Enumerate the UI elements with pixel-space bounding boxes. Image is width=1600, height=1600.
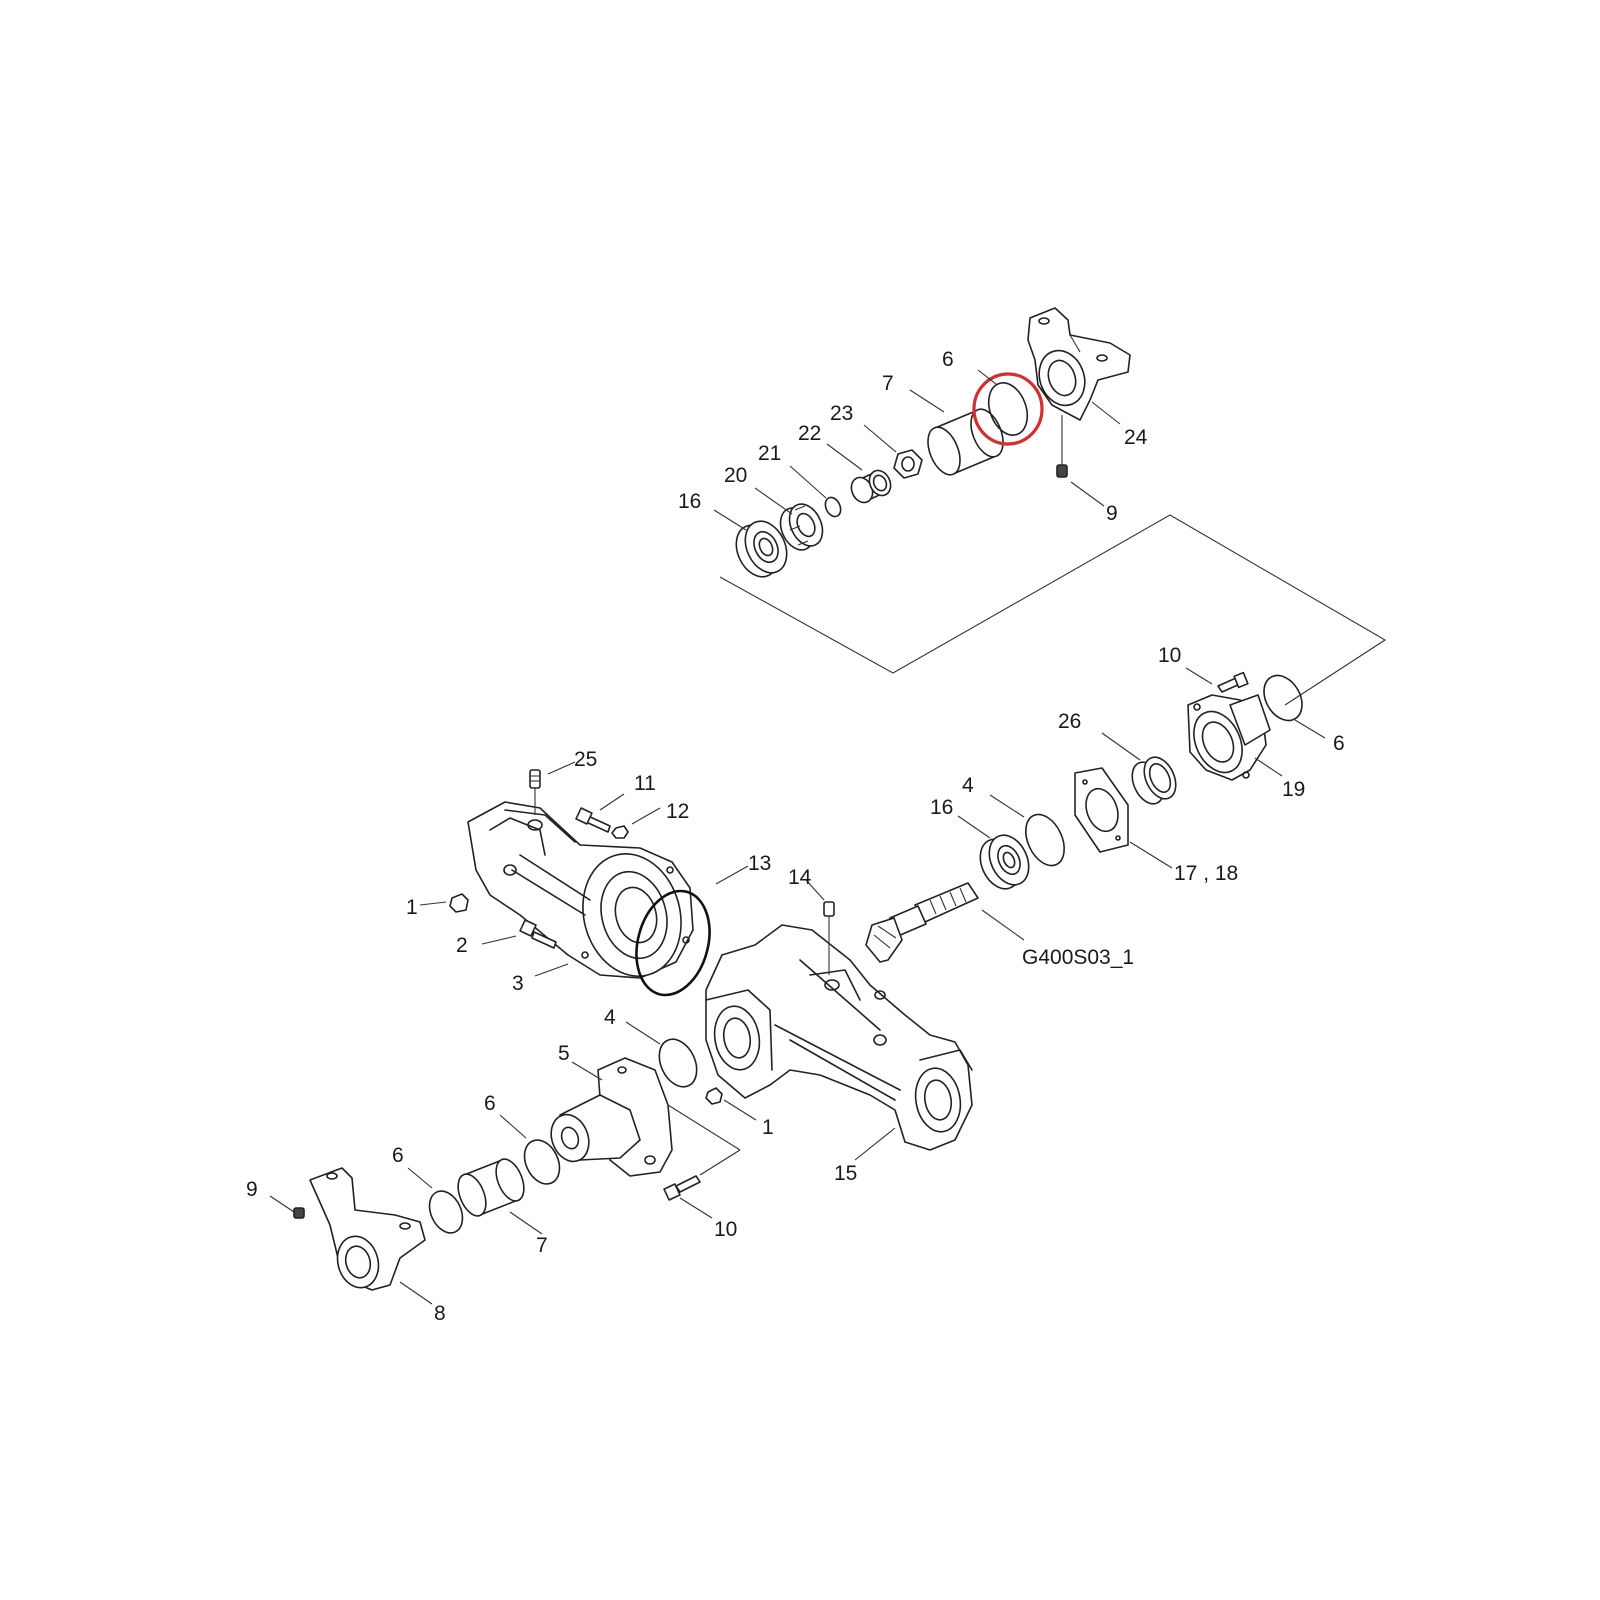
leader-3 <box>534 963 569 977</box>
pinion-shaft <box>865 882 979 963</box>
part-7-bushing-low <box>457 1158 525 1217</box>
assembly-guide-line-top <box>719 514 1387 706</box>
part-25-plug <box>529 769 541 815</box>
part-5-flange-housing <box>550 1057 741 1177</box>
label-7-low: 7 <box>536 1234 548 1257</box>
part-4-oring-low <box>658 1038 698 1088</box>
label-9-low: 9 <box>246 1178 258 1201</box>
part-6-oring-low <box>523 1139 561 1185</box>
label-4-low: 4 <box>604 1006 616 1029</box>
part-26-seal <box>1131 756 1177 805</box>
label-6-lowleft: 6 <box>392 1144 404 1167</box>
part-2-bolt <box>519 919 557 949</box>
leader-17-18 <box>1129 841 1173 869</box>
label-17-18: 17 , 18 <box>1174 862 1238 885</box>
label-25: 25 <box>574 748 597 771</box>
label-4-mid: 4 <box>962 774 974 797</box>
label-22: 22 <box>798 422 821 445</box>
leader-lines-top <box>713 369 1121 531</box>
part-6-oring-right <box>1263 674 1303 722</box>
label-10-low: 10 <box>714 1218 737 1241</box>
part-6-oring-lowleft <box>428 1190 464 1234</box>
leader-pinion <box>981 909 1025 941</box>
part-16-bearing-top <box>735 520 788 578</box>
label-7-top: 7 <box>882 372 894 395</box>
part-22-bushing <box>850 469 892 504</box>
part-24-knuckle-top <box>1027 307 1131 421</box>
part-1-plug-low <box>705 1087 723 1105</box>
leader-19 <box>1254 757 1283 777</box>
label-9-top: 9 <box>1106 502 1118 525</box>
label-11: 11 <box>634 772 656 795</box>
part-16-bearing-mid <box>979 834 1030 890</box>
label-5: 5 <box>558 1042 570 1065</box>
label-21: 21 <box>758 442 781 465</box>
label-15: 15 <box>834 1162 857 1185</box>
label-6-low: 6 <box>484 1092 496 1115</box>
part-21-snap-ring <box>824 496 842 518</box>
part-7-bushing-top <box>927 408 1004 476</box>
part-20-roller-bearing <box>779 503 824 551</box>
part-9-grease-nipple-low <box>269 1195 305 1219</box>
part-labels: 6 7 23 22 21 20 16 24 9 10 6 26 19 4 16 … <box>246 348 1345 1325</box>
label-6-right: 6 <box>1333 732 1345 755</box>
label-20: 20 <box>724 464 747 487</box>
label-16-top: 16 <box>678 490 701 513</box>
part-13-oring-large <box>635 889 711 997</box>
label-23: 23 <box>830 402 853 425</box>
part-17-18-gasket <box>1074 767 1129 853</box>
label-6-top: 6 <box>942 348 954 371</box>
part-1-plug-left <box>449 893 469 913</box>
label-1-low: 1 <box>762 1116 774 1139</box>
part-23-nut <box>893 449 923 479</box>
label-1-left: 1 <box>406 896 418 919</box>
label-2: 2 <box>456 934 468 957</box>
part-8-knuckle-low <box>309 1167 426 1291</box>
label-24: 24 <box>1124 426 1148 449</box>
part-6-oring-top <box>972 372 1044 446</box>
label-26: 26 <box>1058 710 1081 733</box>
label-14: 14 <box>788 866 812 889</box>
part-12-nut <box>611 825 629 839</box>
label-13: 13 <box>748 852 771 875</box>
part-15-axle-housing-center <box>705 924 973 1151</box>
leader-26 <box>1101 732 1141 761</box>
part-19-flange-housing <box>1187 694 1271 781</box>
part-10-bolt-right <box>1185 667 1249 693</box>
label-pinion-code: G400S03_1 <box>1022 946 1134 969</box>
part-14-bolt <box>823 901 835 975</box>
part-3-axle-housing-left <box>467 801 694 979</box>
part-11-bolt <box>575 807 611 833</box>
label-3: 3 <box>512 972 524 995</box>
part-9-grease-nipple-top <box>1056 415 1068 478</box>
part-10-bolt-low <box>663 1175 701 1201</box>
label-10-right: 10 <box>1158 644 1181 667</box>
label-8: 8 <box>434 1302 446 1325</box>
label-16-mid: 16 <box>930 796 953 819</box>
leader-15 <box>854 1127 896 1161</box>
highlight-circle <box>972 372 1044 446</box>
label-12: 12 <box>666 800 689 823</box>
label-19: 19 <box>1282 778 1305 801</box>
part-4-oring-mid <box>1025 813 1065 867</box>
